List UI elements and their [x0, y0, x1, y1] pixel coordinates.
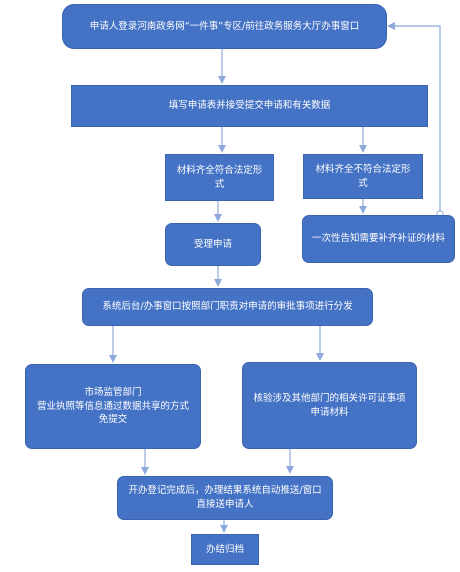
node-distribute-label: 系统后台/办事窗口按照部门职责对申请的审批事项进行分发	[102, 301, 353, 313]
node-deliver-label: 开办登记完成后，办理结果系统自动推送/窗口直接送申请人	[128, 485, 322, 510]
node-fill-application: 填写申请表并接受提交申请和有关数据	[71, 85, 428, 127]
node-materials-incomplete: 材料齐全不符合法定形式	[303, 154, 423, 199]
node-market-body: 营业执照等信息通过数据共享的方式免提交	[36, 400, 189, 426]
node-market-regulation: 市场监管部门 营业执照等信息通过数据共享的方式免提交	[25, 364, 201, 449]
node-fill-label: 填写申请表并接受提交申请和有关数据	[168, 100, 331, 112]
node-verify-other-permits: 核验涉及其他部门的相关许可证事项申请材料	[242, 362, 417, 449]
node-verify-label: 核验涉及其他部门的相关许可证事项申请材料	[253, 392, 406, 418]
arrow-notify-loop-to-login	[387, 22, 441, 214]
node-incomplete-label: 材料齐全不符合法定形式	[315, 163, 411, 189]
node-complete-label: 材料齐全符合法定形式	[176, 164, 263, 190]
node-materials-complete: 材料齐全符合法定形式	[165, 154, 274, 201]
node-login-label: 申请人登录河南政务网“一件事”专区/前往政务服务大厅办事窗口	[89, 20, 360, 32]
node-accept-label: 受理申请	[193, 238, 232, 250]
node-archive: 办结归档	[191, 534, 259, 565]
node-notify-label: 一次性告知需要补齐补证的材料	[311, 233, 445, 245]
node-deliver-result: 开办登记完成后，办理结果系统自动推送/窗口直接送申请人	[117, 476, 333, 520]
node-market-title: 市场监管部门	[84, 386, 142, 398]
node-notify-supplement: 一次性告知需要补齐补证的材料	[302, 215, 455, 263]
node-archive-label: 办结归档	[205, 543, 244, 555]
node-accept: 受理申请	[165, 223, 261, 266]
node-distribute: 系统后台/办事窗口按照部门职责对申请的审批事项进行分发	[82, 288, 373, 326]
node-login: 申请人登录河南政务网“一件事”专区/前往政务服务大厅办事窗口	[62, 4, 387, 49]
